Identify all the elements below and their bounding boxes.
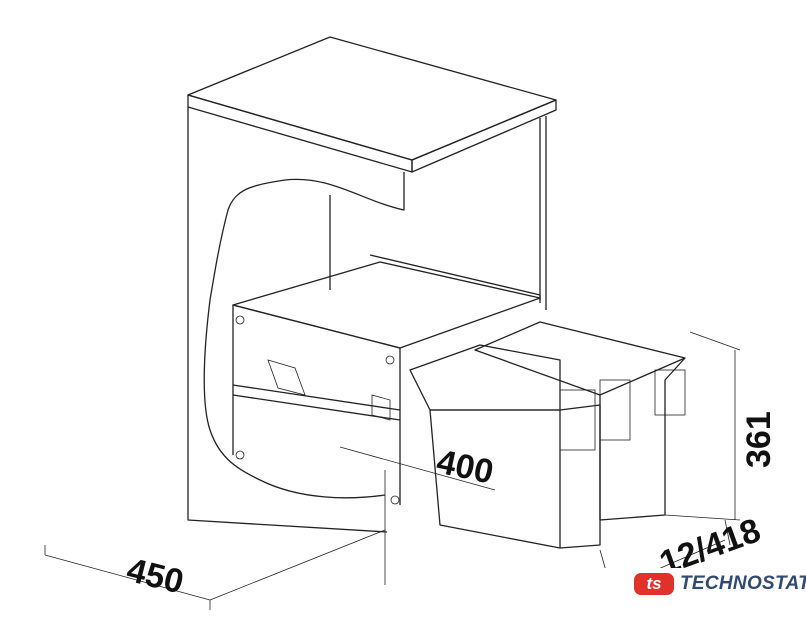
logo-text: TECHNOSTATUS [680, 573, 806, 594]
dimension-width-label: 450 [123, 551, 187, 602]
technostatus-logo: ts TECHNOSTATUS [634, 573, 806, 595]
cabinet [187, 36, 557, 533]
pull-out-frame [232, 254, 541, 505]
dimension-height-label: 361 [740, 411, 778, 468]
logo-mark: ts [634, 573, 674, 595]
waste-bins [409, 321, 686, 549]
dimension-depth-label: 400 [433, 443, 496, 492]
